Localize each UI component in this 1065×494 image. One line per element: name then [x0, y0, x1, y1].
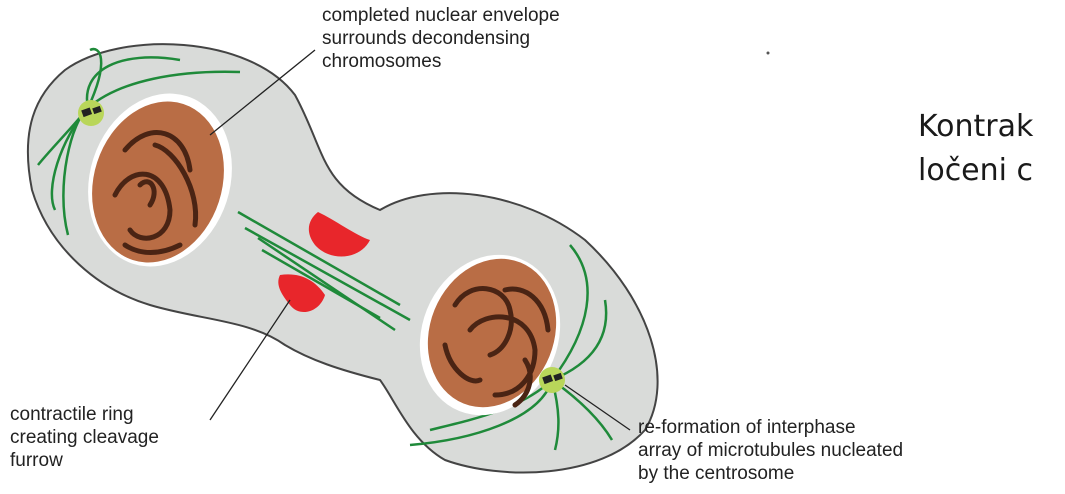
stray-dot	[767, 52, 770, 55]
label-contractile-ring: contractile ring creating cleavage furro…	[10, 403, 159, 472]
centrosome-upper	[78, 100, 104, 126]
slide-body-text: Kontrak ločeni c	[918, 105, 1033, 193]
label-microtubule-reformation: re-formation of interphase array of micr…	[638, 416, 903, 485]
label-nuclear-envelope: completed nuclear envelope surrounds dec…	[322, 4, 560, 73]
centrosome-lower	[539, 367, 565, 393]
